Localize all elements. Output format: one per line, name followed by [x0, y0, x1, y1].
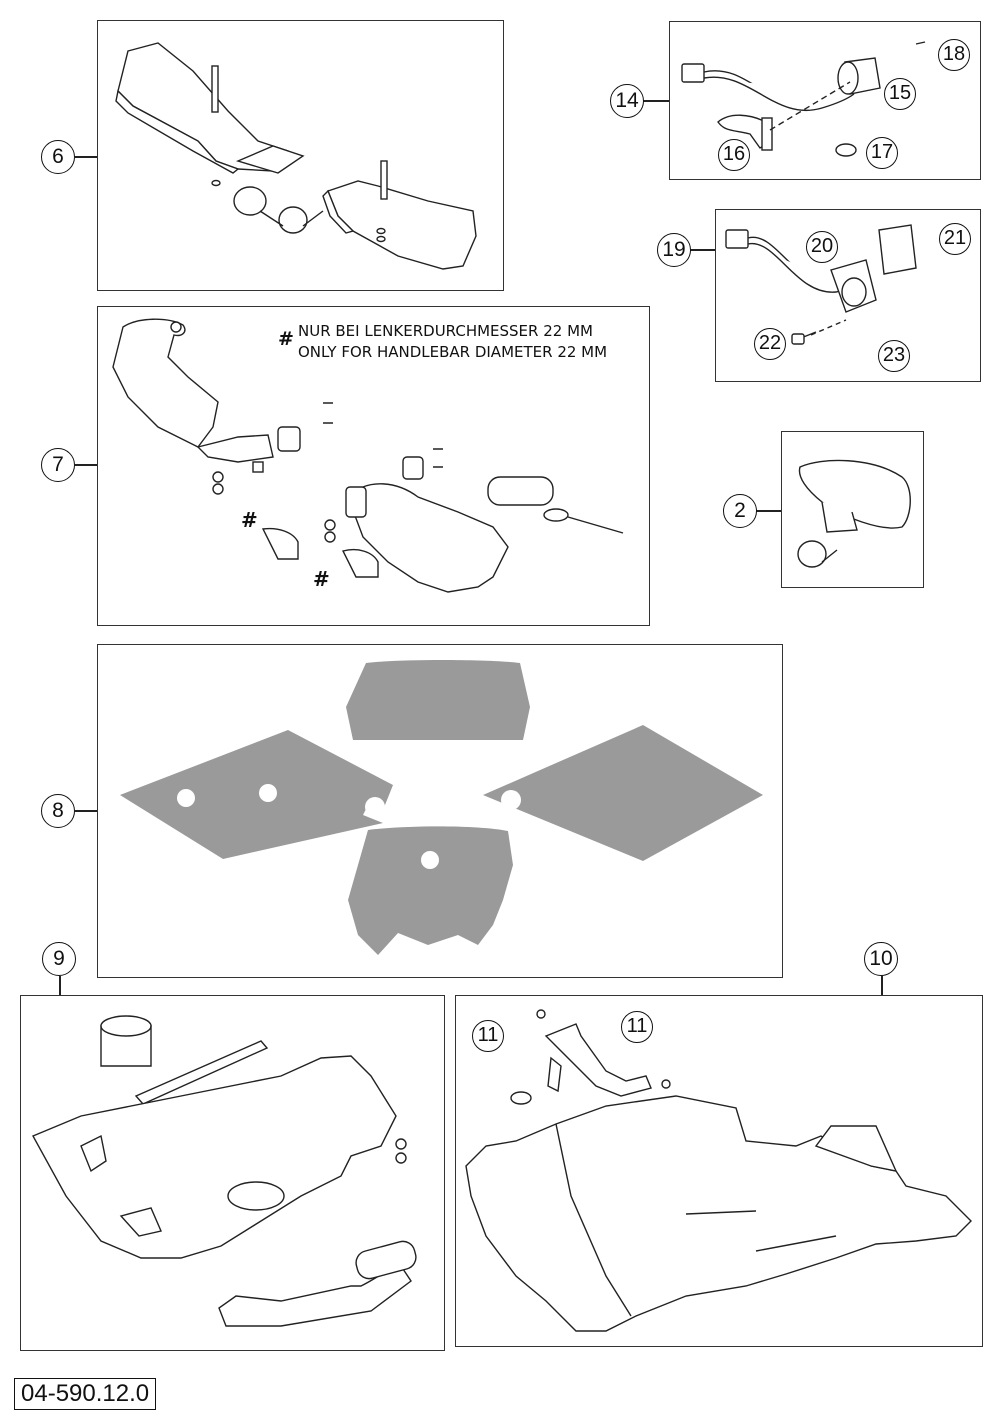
callout-6[interactable]: 6 — [41, 140, 75, 174]
leader-19 — [690, 249, 716, 251]
sticker-set-drawing — [120, 660, 763, 955]
sticker-top-number-plate — [346, 660, 530, 740]
panel-sticker-set — [97, 644, 783, 978]
leader-10 — [881, 976, 883, 996]
callout-2[interactable]: 2 — [723, 494, 757, 528]
panel-indicator-set: 18 15 16 17 — [669, 21, 981, 180]
callout-11-a[interactable]: 11 — [472, 1020, 504, 1052]
panel-handguard-bracket: # NUR BEI LENKERDURCHMESSER 22 MM ONLY F… — [97, 306, 650, 626]
callout-11-b[interactable]: 11 — [621, 1011, 653, 1043]
hand-guards-drawing — [115, 42, 477, 270]
handguard-bracket-drawing — [112, 318, 624, 593]
leader-9 — [59, 976, 61, 996]
callout-7[interactable]: 7 — [41, 448, 75, 482]
document-number: 04-590.12.0 — [14, 1378, 157, 1410]
callout-15[interactable]: 15 — [884, 78, 916, 110]
leader-8 — [75, 810, 98, 812]
sticker-left-side — [120, 730, 393, 859]
callout-17[interactable]: 17 — [866, 137, 898, 169]
leader-7 — [75, 464, 98, 466]
note-marker: # — [278, 328, 294, 350]
leader-6 — [75, 156, 98, 158]
callout-8[interactable]: 8 — [41, 794, 75, 828]
skid-plate-plastic-drawing — [465, 1009, 972, 1332]
indicator-set-2-drawing — [725, 224, 917, 345]
callout-22[interactable]: 22 — [754, 328, 786, 360]
callout-23[interactable]: 23 — [878, 340, 910, 372]
callout-18[interactable]: 18 — [938, 39, 970, 71]
protection-cap-drawing — [797, 459, 911, 568]
sticker-right-side — [483, 725, 763, 861]
note-line-english: ONLY FOR HANDLEBAR DIAMETER 22 MM — [298, 343, 608, 361]
leader-2 — [755, 510, 781, 512]
panel-hand-guards — [97, 20, 504, 291]
hash-mark-1: # — [241, 508, 258, 532]
callout-10[interactable]: 10 — [864, 942, 898, 976]
callout-9[interactable]: 9 — [42, 942, 76, 976]
callout-14[interactable]: 14 — [610, 84, 644, 118]
note-line-german: NUR BEI LENKERDURCHMESSER 22 MM — [298, 322, 593, 340]
callout-21[interactable]: 21 — [939, 223, 971, 255]
indicator-set-drawing — [681, 41, 926, 157]
panel-protection-cap — [781, 431, 924, 588]
panel-skid-plate-steel — [20, 995, 445, 1351]
hash-mark-2: # — [313, 567, 330, 591]
note-block: # NUR BEI LENKERDURCHMESSER 22 MM ONLY F… — [278, 321, 607, 363]
skid-plate-steel-drawing — [32, 1015, 417, 1327]
leader-14 — [642, 100, 670, 102]
callout-20[interactable]: 20 — [806, 231, 838, 263]
callout-16[interactable]: 16 — [718, 139, 750, 171]
panel-skid-plate-plastic: 11 11 — [455, 995, 983, 1347]
panel-indicator-set-2: 20 21 22 23 — [715, 209, 981, 382]
sticker-bottom-number-plate — [348, 826, 513, 955]
callout-19[interactable]: 19 — [657, 233, 691, 267]
